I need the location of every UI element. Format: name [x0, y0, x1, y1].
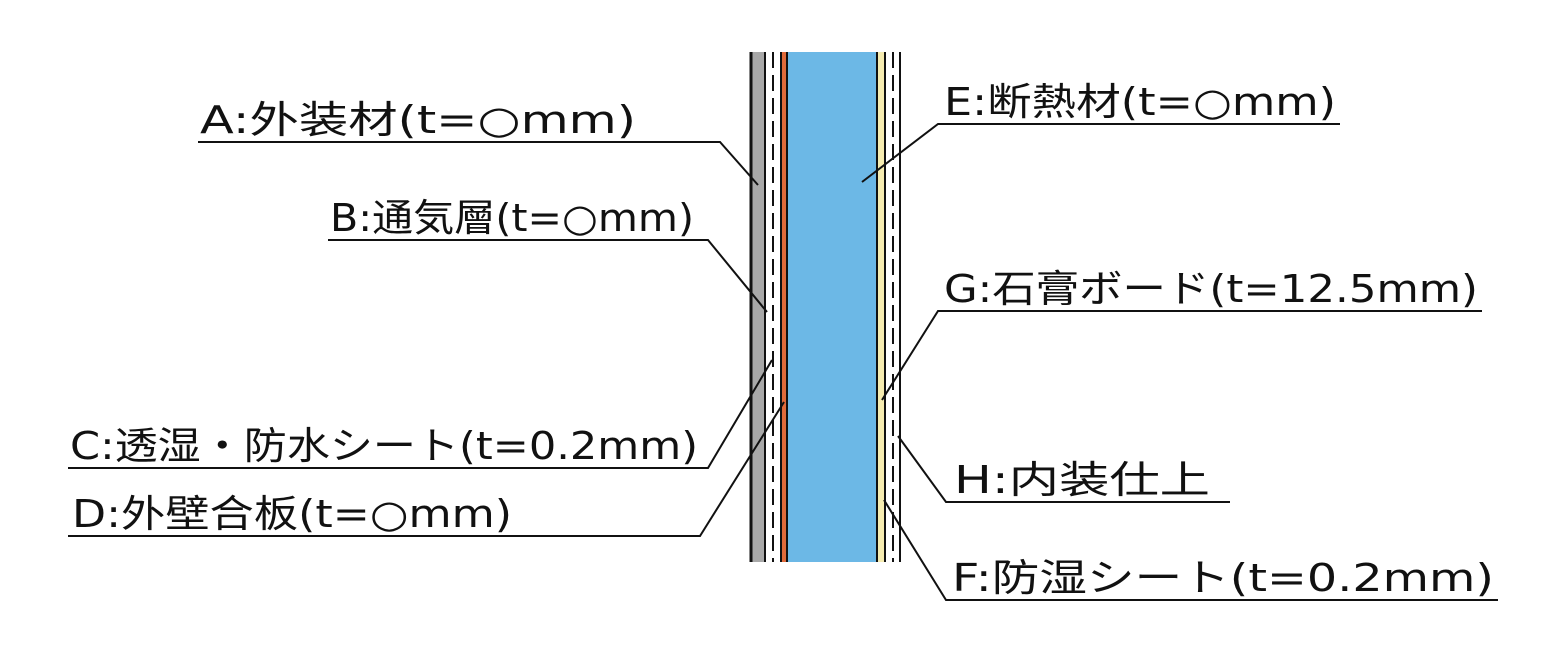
wall-layers [749, 52, 901, 562]
label-g-gypsum-board: G:石膏ボード(t=12.5mm) [944, 267, 1478, 311]
leader-a [198, 141, 759, 186]
label-a-exterior-cladding: A:外装材(t=○mm) [200, 98, 636, 142]
leader-f [883, 499, 1498, 601]
label-d-exterior-plywood: D:外壁合板(t=○mm) [72, 492, 512, 536]
labels: A:外装材(t=○mm) B:通気層(t=○mm) C:透湿・防水シート(t=0… [70, 80, 1494, 600]
leader-c [68, 359, 773, 469]
label-h-interior-finish: H:内装仕上 [954, 458, 1210, 502]
label-f-vapor-barrier: F:防湿シート(t=0.2mm) [952, 556, 1494, 600]
leader-d [68, 401, 785, 537]
leader-lines [68, 123, 1498, 601]
label-e-insulation: E:断熱材(t=○mm) [944, 80, 1336, 124]
layer-g-gypsum-board [878, 52, 884, 562]
layer-d-exterior-plywood [782, 52, 786, 562]
label-b-ventilation-layer: B:通気層(t=○mm) [330, 196, 694, 240]
leader-h [897, 435, 1230, 503]
leader-b [328, 239, 768, 313]
leader-g [881, 310, 1482, 401]
leader-e [861, 123, 1340, 183]
layer-a-exterior-cladding [752, 52, 765, 562]
layer-e-insulation [788, 52, 876, 562]
label-c-breathable-waterproof-sheet: C:透湿・防水シート(t=0.2mm) [70, 424, 698, 468]
